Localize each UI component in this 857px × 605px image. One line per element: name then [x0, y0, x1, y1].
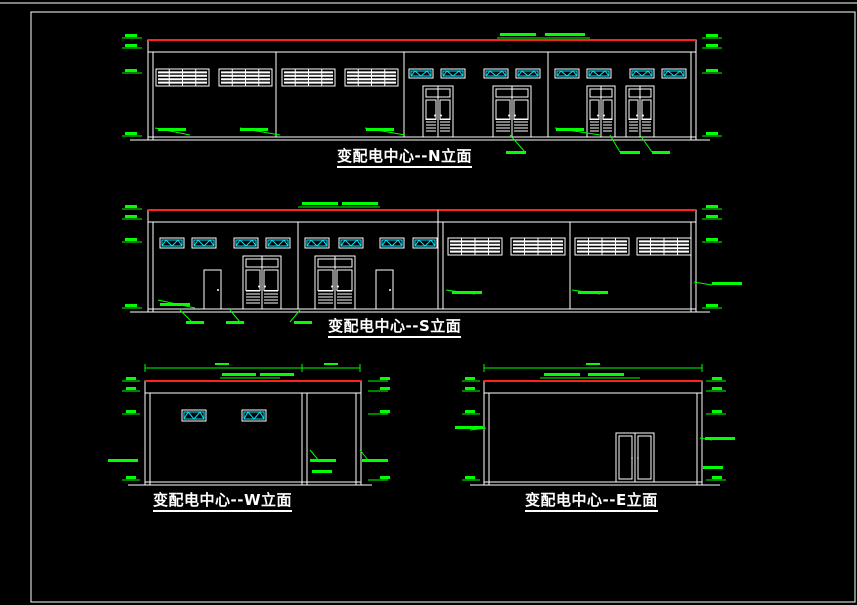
high-window: [181, 409, 207, 422]
louver-vent: [636, 237, 692, 256]
high-window: [379, 237, 405, 249]
high-window: [233, 237, 259, 249]
louver-vent: [574, 237, 630, 256]
east-elevation-title: 变配电中心--E立面: [525, 492, 658, 512]
high-window: [159, 237, 185, 249]
high-window: [515, 68, 541, 79]
high-window: [586, 68, 612, 79]
double-door: [314, 255, 356, 310]
high-window: [191, 237, 217, 249]
high-window: [483, 68, 509, 79]
high-window: [554, 68, 580, 79]
double-door: [586, 85, 616, 138]
east-elevation: [455, 363, 735, 486]
double-door: [242, 255, 282, 310]
high-window: [440, 68, 466, 79]
double-door: [492, 85, 532, 138]
drawing-frame: [30, 11, 856, 603]
louver-vent: [510, 237, 566, 256]
louver-vent: [447, 237, 503, 256]
south-elevation: [122, 202, 742, 324]
high-window: [412, 237, 438, 249]
west-elevation-title: 变配电中心--W立面: [153, 492, 292, 512]
louver-vent: [281, 68, 336, 87]
louver-vent: [344, 68, 399, 87]
south-elevation-title: 变配电中心--S立面: [328, 318, 462, 338]
high-window: [408, 68, 434, 79]
louver-vent: [155, 68, 210, 87]
high-window: [661, 68, 687, 79]
west-elevation: [108, 363, 390, 486]
high-window: [304, 237, 330, 249]
double-door: [625, 85, 655, 138]
high-window: [241, 409, 267, 422]
north-elevation-title: 变配电中心--N立面: [337, 148, 473, 168]
louver-vent: [218, 68, 273, 87]
high-window: [265, 237, 291, 249]
north-elevation: [122, 33, 722, 154]
high-window: [338, 237, 364, 249]
double-door: [422, 85, 454, 138]
high-window: [629, 68, 655, 79]
